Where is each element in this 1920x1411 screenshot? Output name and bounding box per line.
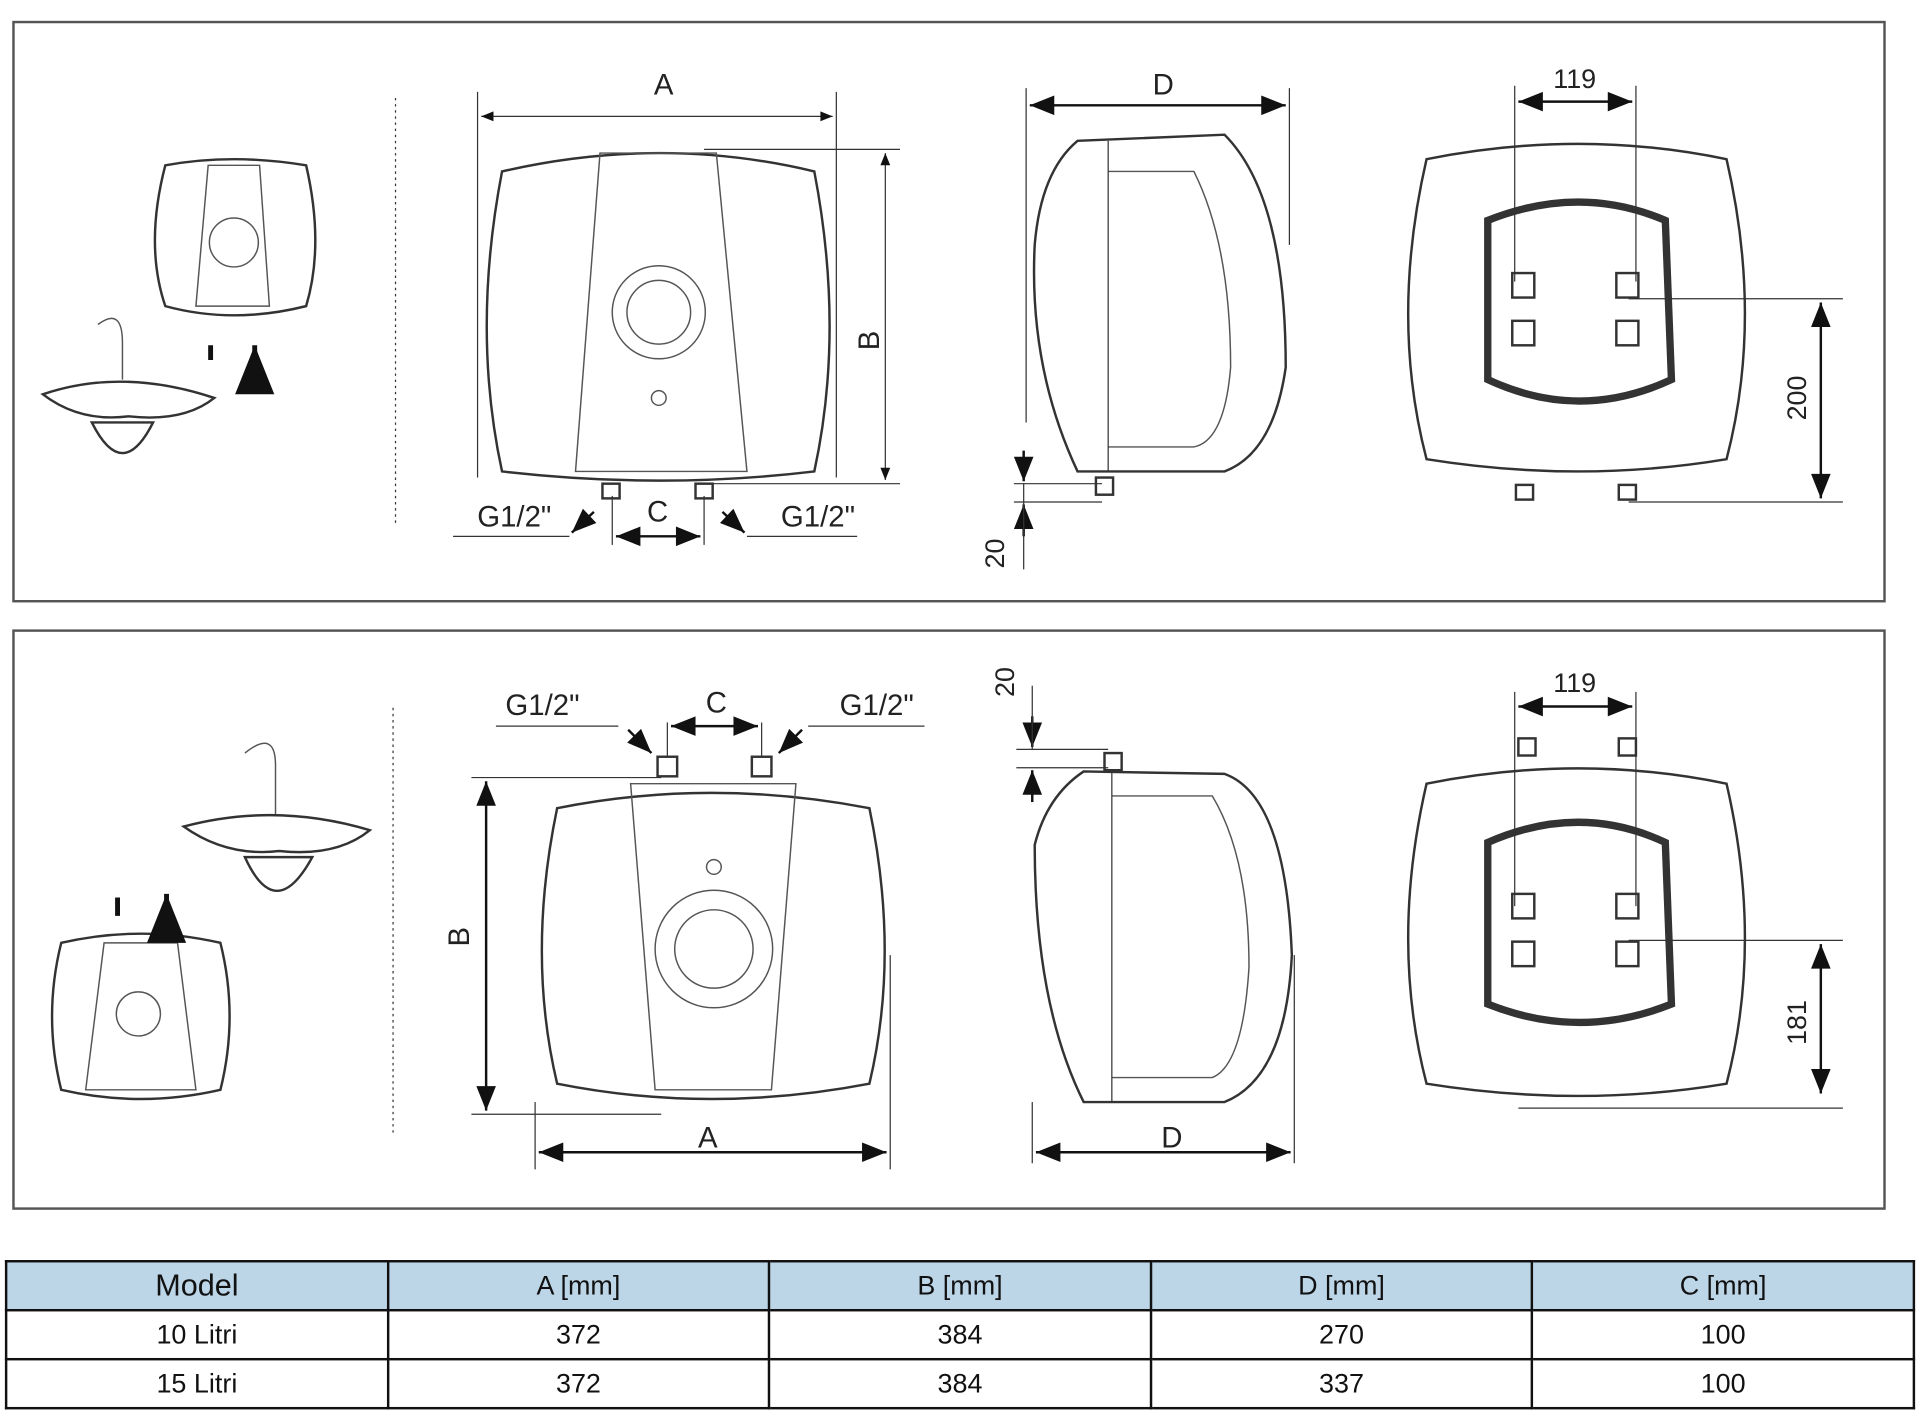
dim-b-label: B bbox=[853, 331, 886, 351]
header-a: A [mm] bbox=[386, 1260, 771, 1312]
table-header-row: Model A [mm] B [mm] D [mm] C [mm] bbox=[4, 1260, 1916, 1312]
header-d: D [mm] bbox=[1149, 1260, 1534, 1312]
cell-a: 372 bbox=[386, 1308, 771, 1361]
back-view-heater bbox=[1406, 85, 1843, 503]
inlet-left-label: G1/2" bbox=[505, 689, 579, 722]
dim-b-label: B bbox=[443, 927, 476, 947]
dim-a-label: A bbox=[654, 68, 674, 101]
cell-model: 10 Litri bbox=[4, 1308, 389, 1361]
cell-model: 15 Litri bbox=[4, 1357, 389, 1410]
cell-b: 384 bbox=[767, 1308, 1152, 1361]
dim-200-label: 200 bbox=[1782, 376, 1812, 421]
sink-faucet-icon bbox=[180, 742, 373, 893]
dim-20-label: 20 bbox=[980, 538, 1010, 568]
dim-119-label: 119 bbox=[1553, 64, 1596, 94]
cell-c: 100 bbox=[1531, 1357, 1916, 1410]
back-view-heater bbox=[1406, 691, 1843, 1109]
side-view-heater bbox=[1013, 88, 1291, 570]
header-c: C [mm] bbox=[1531, 1260, 1916, 1312]
sink-faucet-icon bbox=[40, 317, 217, 455]
header-b: B [mm] bbox=[767, 1260, 1152, 1312]
dim-119-label: 119 bbox=[1553, 668, 1596, 698]
top-panel-over-sink: A B C G1/2" G1/2" D 20 bbox=[12, 20, 1886, 603]
cell-a: 372 bbox=[386, 1357, 771, 1410]
cell-d: 337 bbox=[1149, 1357, 1534, 1410]
technical-drawings: A B C G1/2" G1/2" D 20 bbox=[12, 20, 1886, 1210]
header-model: Model bbox=[4, 1260, 389, 1312]
cell-d: 270 bbox=[1149, 1308, 1534, 1361]
dim-20-label: 20 bbox=[990, 667, 1020, 697]
inlet-right-label: G1/2" bbox=[781, 501, 855, 534]
dim-181-label: 181 bbox=[1782, 1000, 1812, 1045]
dim-c-label: C bbox=[647, 496, 668, 529]
inlet-left-label: G1/2" bbox=[477, 501, 551, 534]
front-view-heater bbox=[453, 91, 901, 547]
dim-d-label: D bbox=[1161, 1121, 1182, 1154]
table-row: 15 Litri 372 384 337 100 bbox=[4, 1357, 1916, 1410]
table-row: 10 Litri 372 384 270 100 bbox=[4, 1308, 1916, 1361]
dimensions-table: Model A [mm] B [mm] D [mm] C [mm] 10 Lit… bbox=[4, 1260, 1916, 1410]
side-view-heater bbox=[1016, 685, 1295, 1164]
dim-d-label: D bbox=[1153, 68, 1174, 101]
small-heater-icon bbox=[153, 157, 317, 360]
small-heater-icon bbox=[50, 894, 231, 1101]
dim-a-label: A bbox=[698, 1121, 718, 1154]
inlet-right-label: G1/2" bbox=[840, 689, 914, 722]
bottom-panel-under-sink: G1/2" G1/2" C B A 20 D bbox=[12, 629, 1886, 1210]
cell-c: 100 bbox=[1531, 1308, 1916, 1361]
cell-b: 384 bbox=[767, 1357, 1152, 1410]
front-view-heater bbox=[471, 716, 925, 1170]
dim-c-label: C bbox=[706, 687, 727, 720]
